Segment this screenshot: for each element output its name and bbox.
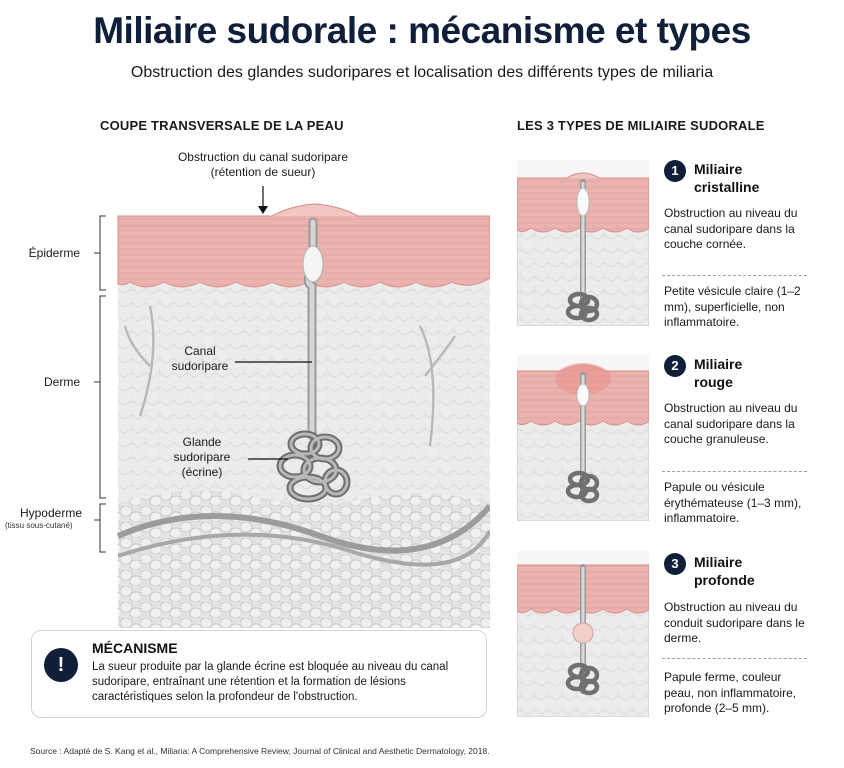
exclamation-icon: ! bbox=[44, 648, 78, 682]
type2-name-line1: Miliaire bbox=[694, 355, 742, 373]
type1-description: Petite vésicule claire (1–2 mm), superfi… bbox=[664, 284, 814, 331]
type1-divider bbox=[662, 275, 807, 276]
hypodermis-note: (tissu sous-cutané) bbox=[5, 521, 73, 530]
source-citation: Source : Adapté de S. Kang et al., Milia… bbox=[30, 746, 490, 756]
type3-name-line1: Miliaire bbox=[694, 553, 742, 571]
type2-location: Obstruction au niveau du canal sudoripar… bbox=[664, 401, 814, 448]
epidermis-layer bbox=[118, 204, 490, 287]
type1-name-line2: cristalline bbox=[694, 178, 759, 196]
type3-description: Papule ferme, couleur peau, non inflamma… bbox=[664, 670, 814, 717]
page-title: Miliaire sudorale : mécanisme et types bbox=[0, 10, 844, 52]
type2-name-line2: rouge bbox=[694, 373, 733, 391]
type3-image bbox=[517, 551, 649, 717]
type3-divider bbox=[662, 658, 807, 659]
sweat-retention-vesicle bbox=[303, 246, 323, 282]
duct-label: Canal sudoripare bbox=[160, 344, 240, 374]
dermis-label: Derme bbox=[0, 375, 80, 389]
types-heading: LES 3 TYPES DE MILIAIRE SUDORALE bbox=[517, 118, 765, 133]
mechanism-body: La sueur produite par la glande écrine e… bbox=[92, 660, 478, 705]
obstruction-label: Obstruction du canal sudoripare (rétenti… bbox=[168, 150, 358, 180]
type2-number-badge: 2 bbox=[664, 355, 686, 377]
type1-image bbox=[517, 160, 649, 326]
skin-cross-section bbox=[100, 186, 490, 628]
skin-bump bbox=[272, 204, 358, 216]
gland-label: Glande sudoripare (écrine) bbox=[160, 435, 244, 480]
hypodermis-label: Hypoderme bbox=[0, 506, 82, 520]
type2-image bbox=[517, 355, 649, 521]
mechanism-title: MÉCANISME bbox=[92, 640, 178, 656]
type3-name-line2: profonde bbox=[694, 571, 755, 589]
type1-name-line1: Miliaire bbox=[694, 160, 742, 178]
type2-divider bbox=[662, 471, 807, 472]
cross-section-heading: COUPE TRANSVERSALE DE LA PEAU bbox=[100, 118, 344, 133]
page-subtitle: Obstruction des glandes sudoripares et l… bbox=[0, 64, 844, 82]
type3-location: Obstruction au niveau du conduit sudorip… bbox=[664, 600, 814, 647]
layer-brackets bbox=[90, 214, 110, 556]
epidermis-label: Épiderme bbox=[0, 246, 80, 260]
type1-number-badge: 1 bbox=[664, 160, 686, 182]
type1-location: Obstruction au niveau du canal sudoripar… bbox=[664, 206, 814, 253]
type3-number-badge: 3 bbox=[664, 553, 686, 575]
type2-description: Papule ou vésicule érythémateuse (1–3 mm… bbox=[664, 480, 814, 527]
